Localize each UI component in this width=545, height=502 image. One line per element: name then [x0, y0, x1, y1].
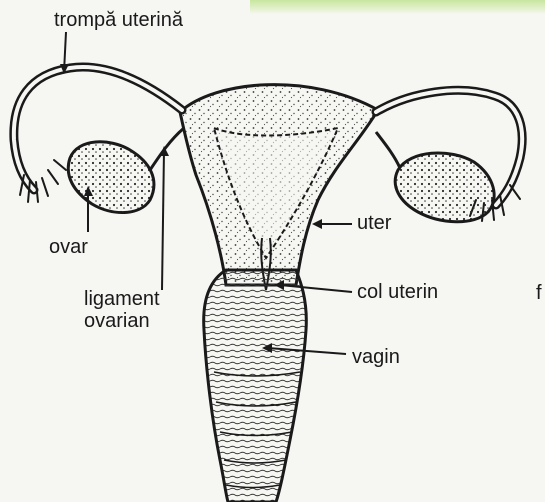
label-edge-fragment: f	[536, 282, 542, 304]
leader-ligament	[162, 150, 164, 290]
label-ligament-line2: ovarian	[84, 310, 160, 332]
vagina-tube	[204, 270, 307, 502]
label-uterus: uter	[357, 212, 391, 234]
label-fallopian-tube: trompă uterină	[54, 9, 183, 31]
right-ovarian-ligament	[376, 132, 400, 168]
left-ovary	[68, 142, 154, 213]
left-ovarian-ligament	[150, 128, 184, 170]
label-ligament-line1: ligament	[84, 288, 160, 310]
label-ovary: ovar	[49, 236, 88, 258]
label-vagina: vagin	[352, 346, 400, 368]
label-cervix: col uterin	[357, 281, 438, 303]
right-ovary	[395, 153, 494, 222]
label-ovarian-ligament: ligament ovarian	[84, 288, 160, 332]
